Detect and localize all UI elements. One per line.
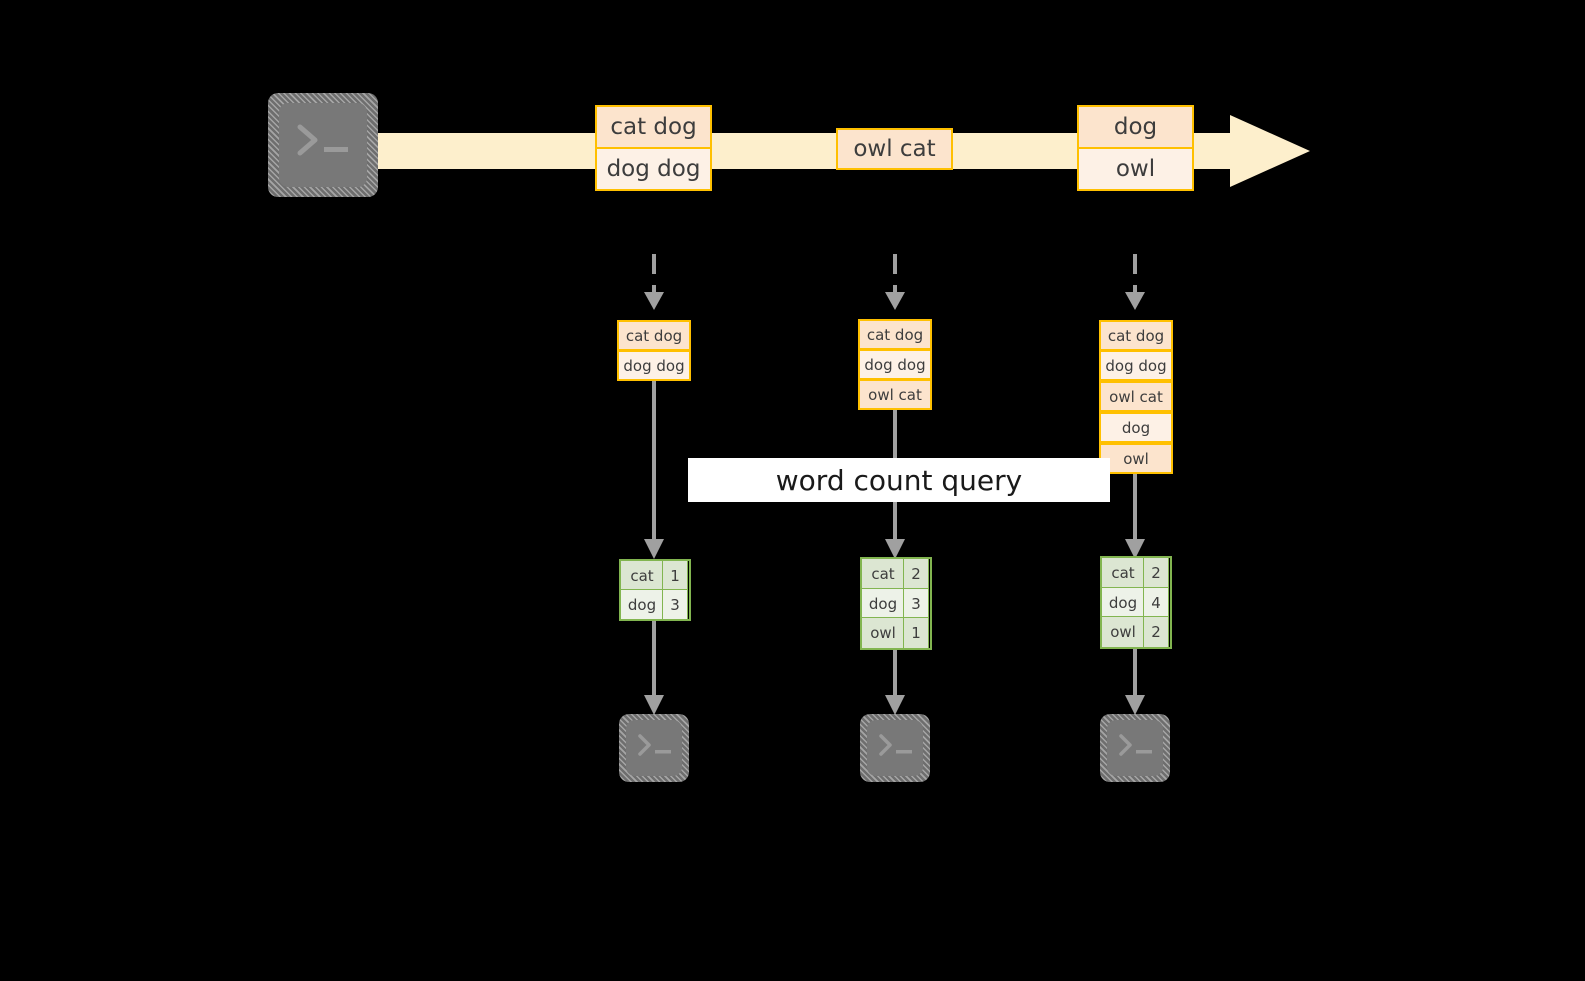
snapshot-3-row-2: dog dog bbox=[1099, 350, 1173, 381]
table-row: dog 4 bbox=[1101, 586, 1170, 619]
stream-event-text: dog dog bbox=[606, 156, 701, 182]
table-cell-count: 3 bbox=[903, 587, 929, 620]
stream-event-3-line-1: dog bbox=[1077, 105, 1194, 149]
table-row: owl 1 bbox=[861, 617, 930, 650]
table-cell-count: 3 bbox=[662, 589, 688, 620]
stream-event-text: dog bbox=[1113, 114, 1158, 140]
table-cell-word: owl bbox=[861, 617, 905, 650]
row-text: dog dog bbox=[864, 355, 926, 374]
table-row: cat 2 bbox=[1101, 557, 1170, 589]
terminal-body bbox=[1107, 720, 1163, 776]
stream-event-1-line-1: cat dog bbox=[595, 105, 712, 149]
table-cell-word: dog bbox=[620, 589, 664, 620]
terminal-prompt-glyph bbox=[879, 734, 912, 756]
row-text: dog bbox=[1121, 418, 1151, 437]
row-text: dog dog bbox=[623, 356, 685, 375]
stream-event-text: cat dog bbox=[610, 114, 697, 140]
row-text: owl cat bbox=[1109, 387, 1163, 406]
dashed-arrow-to-snapshot-1 bbox=[644, 254, 664, 310]
stream-event-1-line-2: dog dog bbox=[595, 147, 712, 191]
terminal-body bbox=[279, 103, 367, 187]
result-table-3: cat 2 dog 4 owl 2 bbox=[1100, 556, 1172, 649]
table-cell-word: dog bbox=[1101, 586, 1145, 619]
source-terminal-icon bbox=[268, 93, 378, 197]
table-row: cat 1 bbox=[620, 560, 689, 591]
sink-terminal-icon-2 bbox=[860, 714, 930, 782]
terminal-body bbox=[626, 720, 682, 776]
table-cell-word: cat bbox=[861, 558, 905, 590]
table-cell-word: owl bbox=[1101, 616, 1145, 649]
result-table-2: cat 2 dog 3 owl 1 bbox=[860, 557, 932, 650]
table-row: cat 2 bbox=[861, 558, 930, 590]
terminal-prompt-glyph bbox=[1119, 734, 1152, 756]
snapshot-1-row-2: dog dog bbox=[617, 350, 691, 381]
snapshot-2-row-1: cat dog bbox=[858, 319, 932, 350]
snapshot-3-row-5: owl bbox=[1099, 443, 1173, 474]
table-cell-count: 2 bbox=[903, 558, 929, 590]
arrow-snapshot-3-to-result bbox=[1125, 474, 1145, 559]
row-text: cat dog bbox=[625, 326, 683, 345]
row-text: cat dog bbox=[866, 325, 924, 344]
table-cell-word: dog bbox=[861, 587, 905, 620]
table-row: owl 2 bbox=[1101, 616, 1170, 649]
stream-event-text: owl cat bbox=[853, 136, 936, 162]
arrow-result-1-to-sink bbox=[644, 621, 664, 715]
arrow-snapshot-1-to-result bbox=[644, 381, 664, 559]
stream-event-text: owl bbox=[1115, 156, 1156, 182]
terminal-prompt-glyph bbox=[638, 734, 671, 756]
terminal-prompt-glyph bbox=[297, 124, 348, 156]
stream-event-3-line-2: owl bbox=[1077, 147, 1194, 191]
dashed-arrow-to-snapshot-2 bbox=[885, 254, 905, 310]
terminal-body bbox=[867, 720, 923, 776]
table-cell-count: 2 bbox=[1143, 616, 1169, 649]
row-text: cat dog bbox=[1107, 326, 1165, 345]
snapshot-3-row-3: owl cat bbox=[1099, 381, 1173, 412]
word-count-query-banner: word count query bbox=[688, 458, 1110, 502]
table-cell-word: cat bbox=[1101, 557, 1145, 589]
dashed-arrow-to-snapshot-3 bbox=[1125, 254, 1145, 310]
row-text: owl cat bbox=[868, 385, 922, 404]
arrow-result-2-to-sink bbox=[885, 650, 905, 715]
table-cell-count: 1 bbox=[662, 560, 688, 591]
row-text: dog dog bbox=[1105, 356, 1167, 375]
table-cell-word: cat bbox=[620, 560, 664, 591]
table-row: dog 3 bbox=[861, 587, 930, 620]
table-cell-count: 1 bbox=[903, 617, 929, 650]
stream-event-2-line-1: owl cat bbox=[836, 128, 953, 170]
snapshot-3-row-4: dog bbox=[1099, 412, 1173, 443]
banner-label: word count query bbox=[775, 463, 1023, 497]
result-table-1: cat 1 dog 3 bbox=[619, 559, 691, 621]
arrow-result-3-to-sink bbox=[1125, 649, 1145, 715]
table-cell-count: 2 bbox=[1143, 557, 1169, 589]
table-row: dog 3 bbox=[620, 589, 689, 620]
snapshot-2-row-2: dog dog bbox=[858, 349, 932, 380]
snapshot-1-row-1: cat dog bbox=[617, 320, 691, 351]
snapshot-2-row-3: owl cat bbox=[858, 379, 932, 410]
row-text: owl bbox=[1123, 449, 1149, 468]
snapshot-3-row-1: cat dog bbox=[1099, 320, 1173, 351]
table-cell-count: 4 bbox=[1143, 586, 1169, 619]
sink-terminal-icon-1 bbox=[619, 714, 689, 782]
sink-terminal-icon-3 bbox=[1100, 714, 1170, 782]
